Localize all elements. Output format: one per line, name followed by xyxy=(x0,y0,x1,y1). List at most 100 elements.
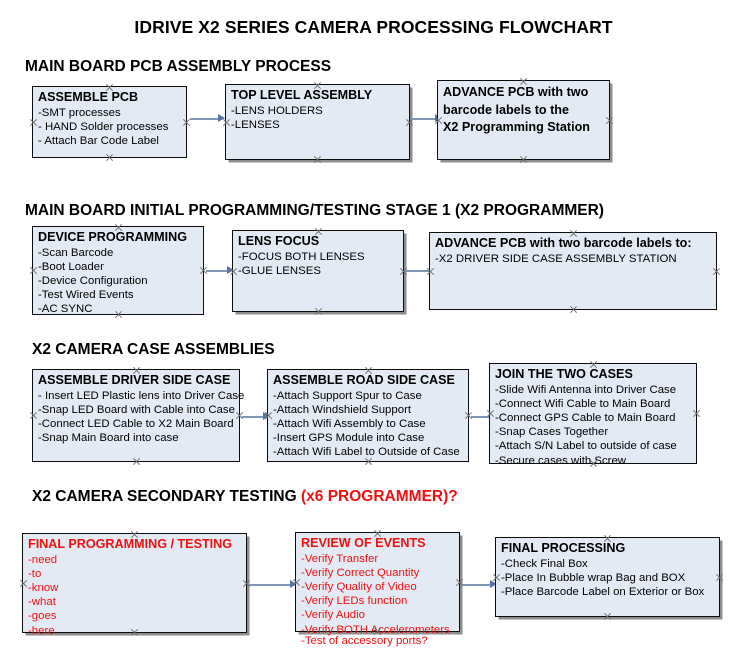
node-line: -know xyxy=(28,581,59,594)
node-line: -AC SYNC xyxy=(38,303,93,316)
resize-handle-left[interactable] xyxy=(229,267,238,276)
resize-handle-right[interactable] xyxy=(712,267,721,276)
arrow-shaft xyxy=(190,118,218,120)
node-line: -Verify Quality of Video xyxy=(301,580,417,593)
resize-handle-right[interactable] xyxy=(692,409,701,418)
resize-handle-left[interactable] xyxy=(19,579,28,588)
node-line: -Attach Wifi Label to Outside of Case xyxy=(273,446,460,459)
node-line: -Verify BOTH Accelerometers xyxy=(301,623,450,636)
arrow-device-programming-to-lens-focus xyxy=(206,266,234,275)
node-overflow-line: -Test of accessory ports? xyxy=(301,635,428,647)
resize-handle-left[interactable] xyxy=(486,409,495,418)
arrow-review-to-final-processing xyxy=(462,580,497,589)
node-device-programming[interactable]: DEVICE PROGRAMMING -Scan Barcode -Boot L… xyxy=(32,226,204,315)
node-title: ADVANCE PCB with two barcode labels to: xyxy=(435,236,692,250)
resize-handle-bottom[interactable] xyxy=(603,612,612,621)
node-title: FINAL PROCESSING xyxy=(501,541,626,555)
node-line: -Snap Main Board into case xyxy=(38,432,179,445)
section-heading-text: MAIN BOARD PCB ASSEMBLY PROCESS xyxy=(25,58,332,75)
section-heading-initial-programming: MAIN BOARD INITIAL PROGRAMMING/TESTING S… xyxy=(25,202,604,220)
page-title: IDRIVE X2 SERIES CAMERA PROCESSING FLOWC… xyxy=(134,17,613,37)
node-final-processing[interactable]: FINAL PROCESSING -Check Final Box -Place… xyxy=(495,537,720,617)
node-line: -Place Barcode Label on Exterior or Box xyxy=(501,585,705,598)
node-line: -LENSES xyxy=(231,118,280,131)
resize-handle-left[interactable] xyxy=(264,411,273,420)
resize-handle-left[interactable] xyxy=(222,118,231,127)
resize-handle-right[interactable] xyxy=(235,411,244,420)
section-heading-text: MAIN BOARD INITIAL PROGRAMMING/TESTING S… xyxy=(25,202,604,219)
node-line: -SMT processes xyxy=(38,106,121,119)
node-line: -here xyxy=(28,624,55,637)
node-line: X2 Programming Station xyxy=(443,120,590,135)
node-line: barcode labels to the xyxy=(443,102,569,117)
node-lens-focus[interactable]: LENS FOCUS -FOCUS BOTH LENSES -GLUE LENS… xyxy=(232,230,404,312)
resize-handle-bottom[interactable] xyxy=(569,305,578,314)
node-final-programming-testing[interactable]: FINAL PROGRAMMING / TESTING -need -to -k… xyxy=(19,533,247,637)
node-title: ASSEMBLE ROAD SIDE CASE xyxy=(273,373,455,387)
node-line: -Connect Wifi Cable to Main Board xyxy=(495,397,671,410)
resize-handle-right[interactable] xyxy=(405,118,414,127)
resize-handle-right[interactable] xyxy=(182,118,191,127)
arrow-driver-case-to-road-case xyxy=(242,412,270,421)
node-line: -Slide Wifi Antenna into Driver Case xyxy=(495,383,677,396)
resize-handle-right[interactable] xyxy=(455,578,464,587)
node-line: -Connect GPS Cable to Main Board xyxy=(495,411,676,424)
section-heading-secondary-testing: X2 CAMERA SECONDARY TESTING (x6 PROGRAMM… xyxy=(32,488,458,506)
resize-handle-right[interactable] xyxy=(199,266,208,275)
node-line: -Attach Wifi Assembly to Case xyxy=(273,417,426,430)
node-line: - Attach Bar Code Label xyxy=(38,134,159,147)
section-heading-case-assemblies: X2 CAMERA CASE ASSEMBLIES xyxy=(32,341,275,359)
node-line: -Snap Cases Together xyxy=(495,426,609,439)
resize-handle-bottom[interactable] xyxy=(132,457,141,466)
resize-handle-right[interactable] xyxy=(715,573,724,582)
resize-handle-bottom[interactable] xyxy=(105,153,114,162)
resize-handle-left[interactable] xyxy=(29,266,38,275)
node-line: -Attach Support Spur to Case xyxy=(273,389,422,402)
arrow-assemble-pcb-to-top-level xyxy=(190,114,225,123)
node-advance-pcb-driver-side[interactable]: ADVANCE PCB with two barcode labels to: … xyxy=(429,232,717,310)
node-line: -what xyxy=(28,596,56,609)
section-heading-pcb-assembly: MAIN BOARD PCB ASSEMBLY PROCESS xyxy=(25,58,331,76)
node-line: -Attach S/N Label to outside of case xyxy=(495,440,677,453)
node-join-the-two-cases[interactable]: JOIN THE TWO CASES -Slide Wifi Antenna i… xyxy=(486,363,697,467)
node-assemble-driver-side-case[interactable]: ASSEMBLE DRIVER SIDE CASE - Insert LED P… xyxy=(29,369,244,462)
arrow-shaft xyxy=(406,270,429,272)
node-assemble-road-side-case[interactable]: ASSEMBLE ROAD SIDE CASE -Attach Support … xyxy=(267,369,469,462)
node-line: -Device Configuration xyxy=(38,274,148,287)
resize-handle-right[interactable] xyxy=(399,267,408,276)
resize-handle-right[interactable] xyxy=(242,579,251,588)
resize-handle-left[interactable] xyxy=(434,116,443,125)
node-line: -Insert GPS Module into Case xyxy=(273,432,425,445)
node-line: -Verify Audio xyxy=(301,609,365,622)
node-line: ADVANCE PCB with two xyxy=(443,85,589,99)
node-line: -GLUE LENSES xyxy=(238,264,321,277)
arrow-shaft xyxy=(206,270,227,272)
arrow-head xyxy=(218,114,225,122)
resize-handle-left[interactable] xyxy=(29,411,38,420)
node-title: LENS FOCUS xyxy=(238,234,320,248)
node-line: -goes xyxy=(28,610,57,623)
resize-handle-left[interactable] xyxy=(29,118,38,127)
node-line: -LENS HOLDERS xyxy=(231,104,323,117)
section-heading-text: X2 CAMERA SECONDARY TESTING xyxy=(32,488,301,505)
resize-handle-left[interactable] xyxy=(426,267,435,276)
node-assemble-pcb[interactable]: ASSEMBLE PCB -SMT processes - HAND Solde… xyxy=(32,86,187,158)
resize-handle-bottom[interactable] xyxy=(313,155,322,164)
resize-handle-right[interactable] xyxy=(605,116,614,125)
node-top-level-assembly[interactable]: TOP LEVEL ASSEMBLY -LENS HOLDERS -LENSES xyxy=(225,84,410,160)
node-line: -Secure cases with Screw xyxy=(495,454,627,467)
node-title: JOIN THE TWO CASES xyxy=(495,367,633,381)
resize-handle-bottom[interactable] xyxy=(314,307,323,316)
arrow-shaft xyxy=(242,416,263,418)
node-advance-pcb-station[interactable]: ADVANCE PCB with two barcode labels to t… xyxy=(437,80,610,160)
resize-handle-left[interactable] xyxy=(492,573,501,582)
section-heading-text: X2 CAMERA CASE ASSEMBLIES xyxy=(32,341,275,358)
node-review-of-events[interactable]: REVIEW OF EVENTS -Verify Transfer -Verif… xyxy=(292,532,460,647)
arrow-final-programming-to-review xyxy=(249,580,297,589)
resize-handle-bottom[interactable] xyxy=(519,155,528,164)
resize-handle-right[interactable] xyxy=(464,411,473,420)
node-line: -FOCUS BOTH LENSES xyxy=(238,250,365,263)
node-title: ASSEMBLE PCB xyxy=(38,90,139,104)
resize-handle-left[interactable] xyxy=(292,578,301,587)
